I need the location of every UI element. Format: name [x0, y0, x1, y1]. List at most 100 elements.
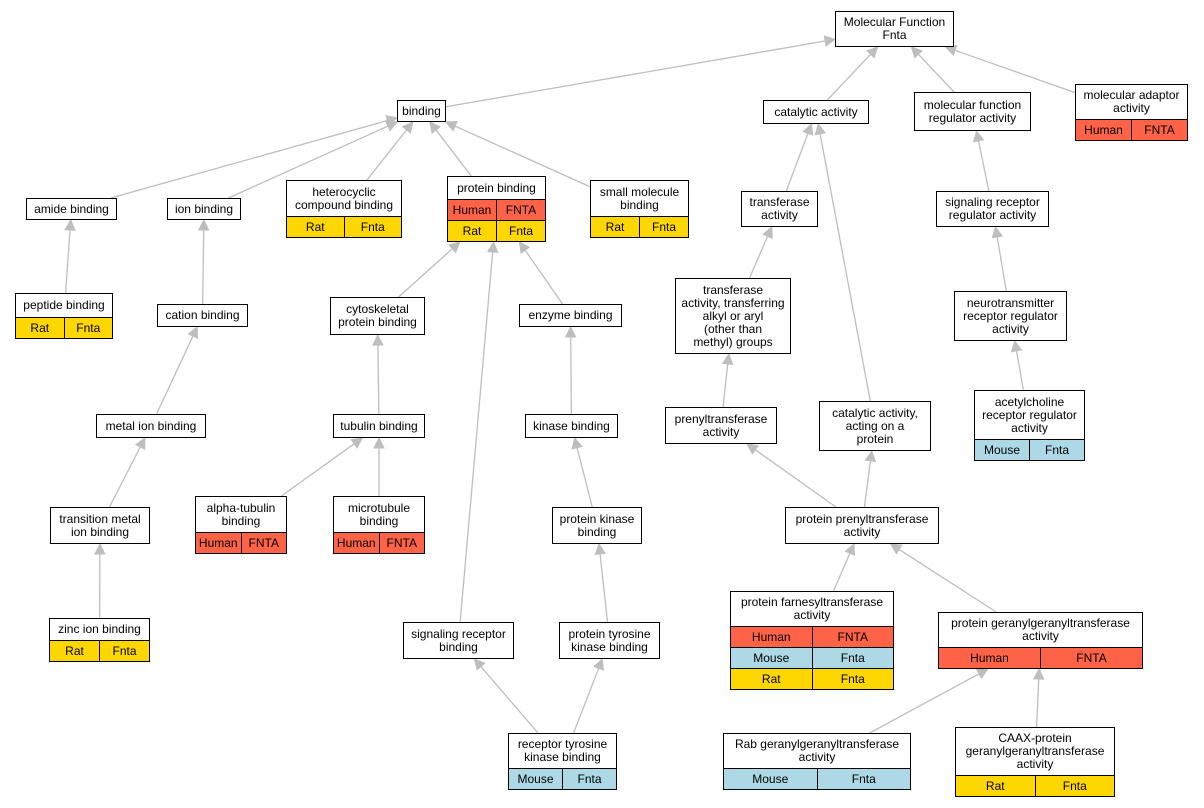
edge-rab-geranylgeranyltransferase-activity-to-protein-geranylgeranyltransferase-activity	[869, 673, 980, 734]
node-title: tubulin binding	[340, 418, 418, 433]
gene-cell: Fnta	[562, 769, 616, 789]
gene-cell: Fnta	[99, 641, 149, 661]
species-cell: Rat	[65, 644, 84, 658]
arrowhead-icon	[866, 46, 879, 59]
node-binding[interactable]: binding	[397, 100, 446, 122]
node-title: metal ion binding	[105, 418, 197, 433]
arrowhead-icon	[350, 437, 364, 449]
gene-cell: FNTA	[1131, 120, 1187, 140]
edge-transition-metal-ion-binding-to-metal-ion-binding	[108, 446, 141, 508]
arrowhead-icon	[385, 121, 399, 132]
edge-neurotransmitter-receptor-regulator-activity-to-signaling-receptor-regulator-activity	[996, 236, 1007, 292]
arrowhead-icon	[944, 45, 958, 56]
node-amide-binding[interactable]: amide binding	[26, 198, 117, 220]
arrowhead-icon	[94, 542, 106, 555]
arrowhead-icon	[372, 333, 384, 346]
node-catalytic-activity[interactable]: catalytic activity	[763, 100, 869, 124]
node-enzyme-binding[interactable]: enzyme binding	[519, 304, 622, 327]
node-metal-ion-binding[interactable]: metal ion binding	[96, 414, 206, 438]
node-title: cation binding	[165, 308, 240, 322]
node-kinase-binding[interactable]: kinase binding	[525, 414, 618, 438]
arrowhead-icon	[473, 658, 486, 671]
arrowhead-icon	[429, 121, 441, 134]
node-title: ion binding	[174, 201, 234, 216]
gene-cell: FNTA	[496, 200, 545, 220]
arrowhead-icon	[721, 352, 734, 366]
arrowhead-icon	[844, 542, 856, 556]
edge-receptor-tyrosine-kinase-binding-to-signaling-receptor-binding	[480, 666, 539, 734]
edge-enzyme-binding-to-protein-binding	[524, 249, 564, 305]
edge-small-molecule-binding-to-binding	[454, 125, 591, 188]
arrowhead-icon	[593, 657, 604, 671]
arrowhead-icon	[910, 46, 923, 59]
species-cell: Rat	[30, 321, 50, 335]
edge-catalytic-activity-on-protein-to-catalytic-activity	[819, 133, 871, 402]
node-ion-binding[interactable]: ion binding	[167, 198, 241, 220]
arrowhead-icon	[373, 436, 385, 449]
arrowhead-icon	[448, 241, 461, 254]
species-cell: Rat	[985, 779, 1005, 793]
species-cell: Human	[751, 630, 791, 644]
gene-cell: FNTA	[378, 533, 425, 553]
node-title: kinase binding	[533, 418, 610, 433]
node-tubulin-binding[interactable]: tubulin binding	[333, 414, 425, 438]
edge-protein-binding-to-binding	[435, 129, 472, 177]
arrowhead-icon	[187, 325, 198, 339]
edge-receptor-tyrosine-kinase-binding-to-protein-tyrosine-kinase-binding	[572, 668, 600, 734]
arrowhead-icon	[814, 122, 826, 136]
edge-tubulin-binding-to-cytoskeletal-protein-binding	[377, 344, 380, 415]
arrowhead-icon	[823, 35, 837, 47]
node-cation-binding[interactable]: cation binding	[157, 304, 248, 327]
arrowhead-icon	[889, 543, 903, 555]
arrowhead-icon	[486, 240, 499, 253]
species-cell: Human	[970, 651, 1009, 665]
